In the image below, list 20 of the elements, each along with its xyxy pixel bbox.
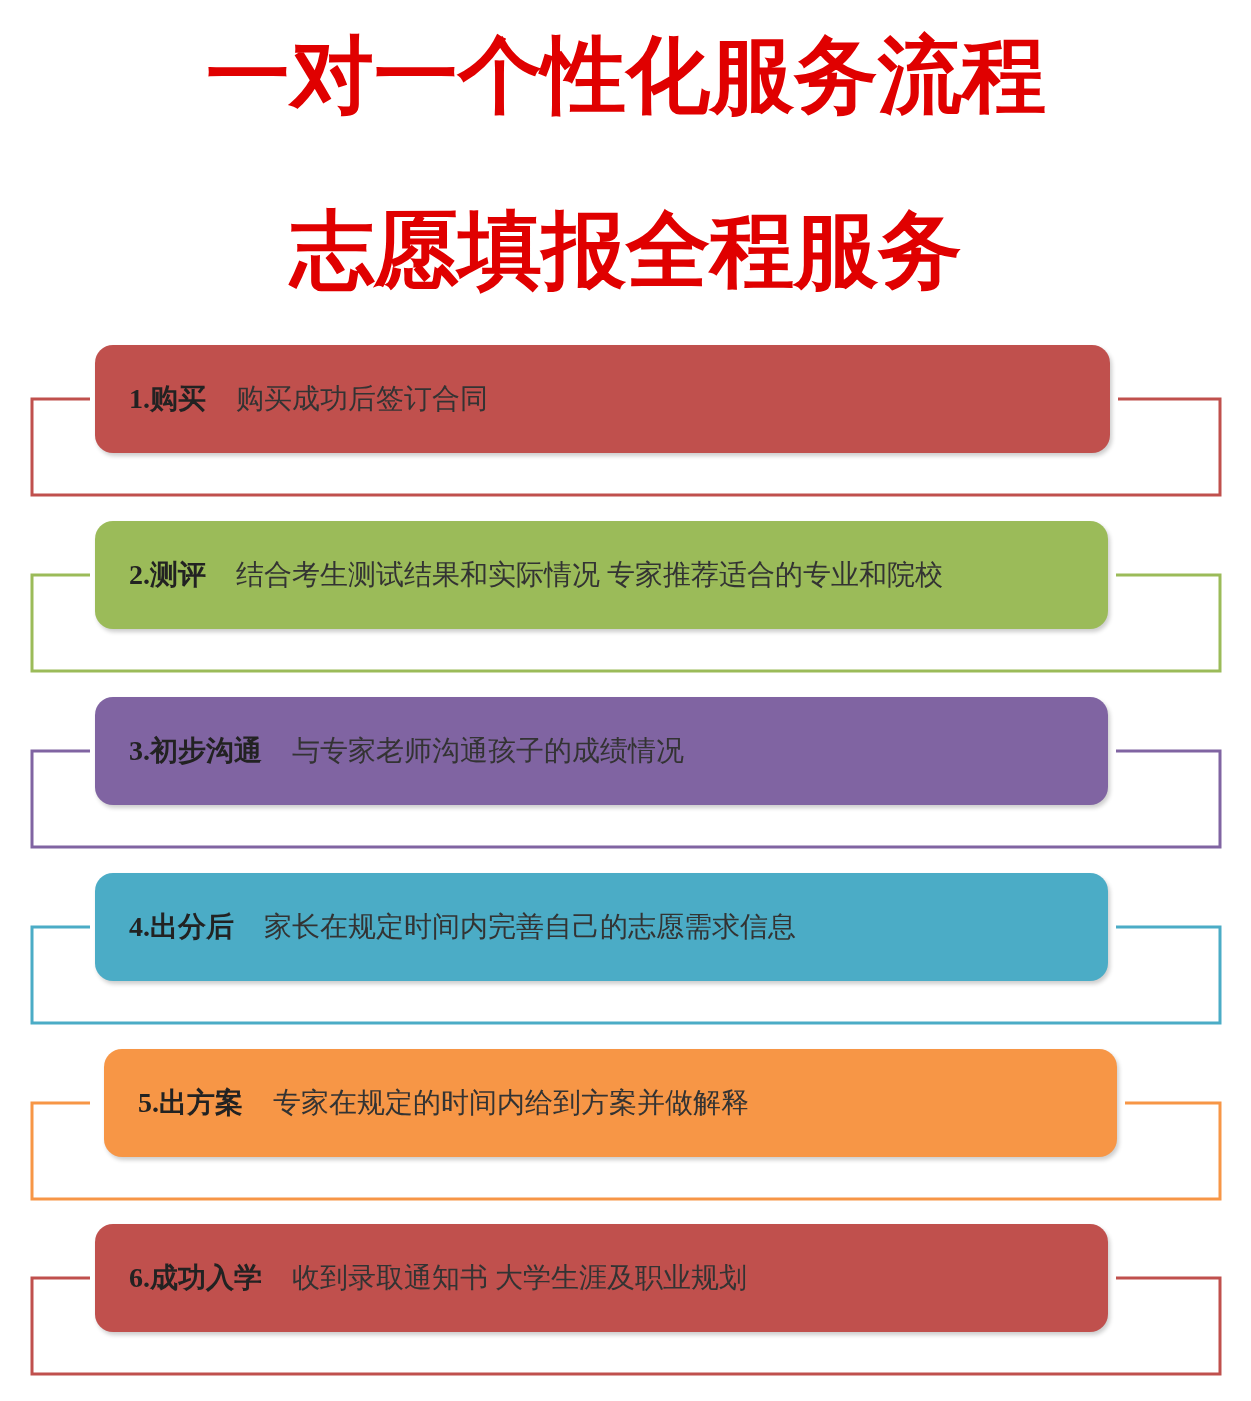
step-heading: 6.成功入学 [129,1261,262,1295]
step-heading: 5.出方案 [138,1086,243,1120]
step-bar [95,697,1108,805]
step-description: 专家在规定的时间内给到方案并做解释 [273,1086,749,1120]
step-heading: 1.购买 [129,382,206,416]
step-description: 结合考生测试结果和实际情况 专家推荐适合的专业和院校 [236,558,943,592]
step-description: 与专家老师沟通孩子的成绩情况 [292,734,684,768]
step-heading: 4.出分后 [129,910,234,944]
step-description: 收到录取通知书 大学生涯及职业规划 [292,1261,747,1295]
step-heading: 3.初步沟通 [129,734,262,768]
step-bar [95,1224,1108,1332]
step-bar [95,345,1110,453]
title: 一对一个性化服务流程 [205,27,1046,124]
step-bar [95,521,1108,629]
step-description: 购买成功后签订合同 [236,382,488,416]
step-bar [95,873,1108,981]
subtitle: 志愿填报全程服务 [289,202,962,299]
step-heading: 2.测评 [129,558,206,592]
step-bar [104,1049,1117,1157]
step-description: 家长在规定时间内完善自己的志愿需求信息 [264,910,796,944]
